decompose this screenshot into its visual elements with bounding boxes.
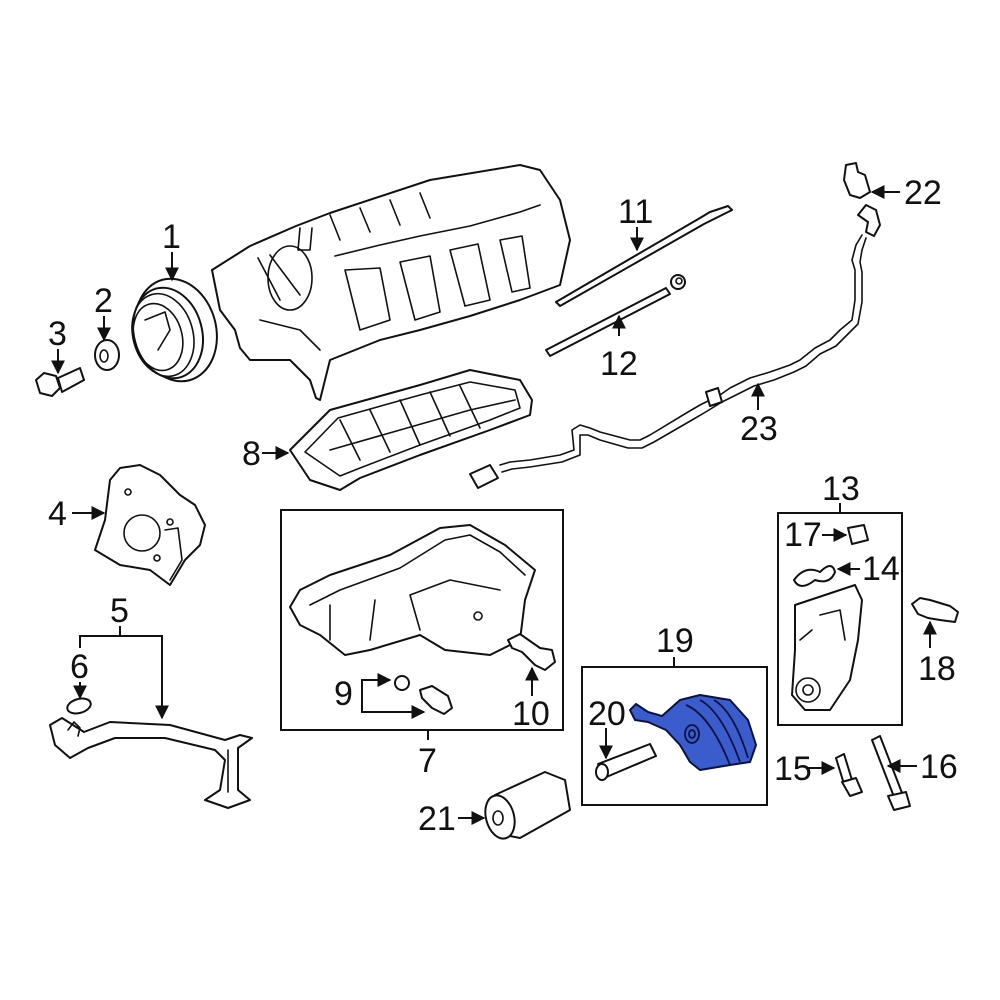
adapter-housing: [791, 584, 863, 711]
callout-11[interactable]: 11: [618, 193, 653, 231]
drain-plug: [419, 685, 453, 715]
oil-pump: [94, 464, 206, 586]
oil-pan-assembly-box: [280, 509, 564, 731]
callout-4[interactable]: 4: [48, 495, 67, 533]
callout-13[interactable]: 13: [822, 470, 860, 508]
level-sensor: [843, 162, 881, 237]
oil-cooler[interactable]: [629, 694, 757, 771]
washer: [94, 339, 120, 371]
callout-19[interactable]: 19: [656, 622, 694, 660]
upper-oil-pan: [289, 369, 533, 491]
engine-block: [211, 164, 571, 401]
cooler-bolt: [595, 743, 657, 781]
crankshaft-pulley: [131, 277, 218, 383]
oil-pan-stud: [507, 633, 556, 671]
callout-2[interactable]: 2: [94, 282, 113, 320]
callout-9[interactable]: 9: [334, 675, 353, 713]
callout-21[interactable]: 21: [418, 800, 456, 838]
callout-12[interactable]: 12: [600, 345, 638, 383]
callout-20[interactable]: 20: [588, 695, 626, 733]
dipstick-tube: [545, 274, 686, 357]
adapter-gasket: [793, 565, 836, 587]
callout-15[interactable]: 15: [774, 750, 812, 788]
oil-filter: [484, 771, 571, 840]
sensor-harness: [469, 234, 867, 489]
dipstick: [555, 205, 733, 307]
adapter-long-bolt: [871, 735, 911, 811]
callout-6[interactable]: 6: [70, 648, 89, 686]
callout-1[interactable]: 1: [162, 218, 181, 256]
lower-oil-pan: [289, 524, 536, 656]
adapter-seal: [847, 524, 869, 545]
callout-16[interactable]: 16: [920, 748, 958, 786]
callout-23[interactable]: 23: [740, 410, 778, 448]
oil-pickup-tube: [49, 717, 253, 809]
callout-10[interactable]: 10: [512, 695, 550, 733]
pulley-bolt: [35, 367, 85, 397]
callout-17[interactable]: 17: [784, 516, 822, 554]
callout-labels: 1 2 3 4 5 6 7 8 9 10 11 12 13 14 15 16 1…: [48, 174, 958, 838]
callout-5[interactable]: 5: [110, 592, 129, 630]
drain-plug-gasket: [394, 675, 410, 691]
callout-3[interactable]: 3: [48, 315, 67, 353]
callout-8[interactable]: 8: [242, 435, 261, 473]
callout-14[interactable]: 14: [862, 550, 900, 588]
callout-22[interactable]: 22: [904, 174, 942, 212]
callout-7[interactable]: 7: [418, 742, 437, 780]
callout-18[interactable]: 18: [918, 650, 956, 688]
pickup-o-ring: [66, 697, 92, 715]
adapter-bolt: [835, 753, 863, 797]
leader-lines: [51, 185, 937, 825]
oil-pressure-sensor: [911, 597, 959, 623]
